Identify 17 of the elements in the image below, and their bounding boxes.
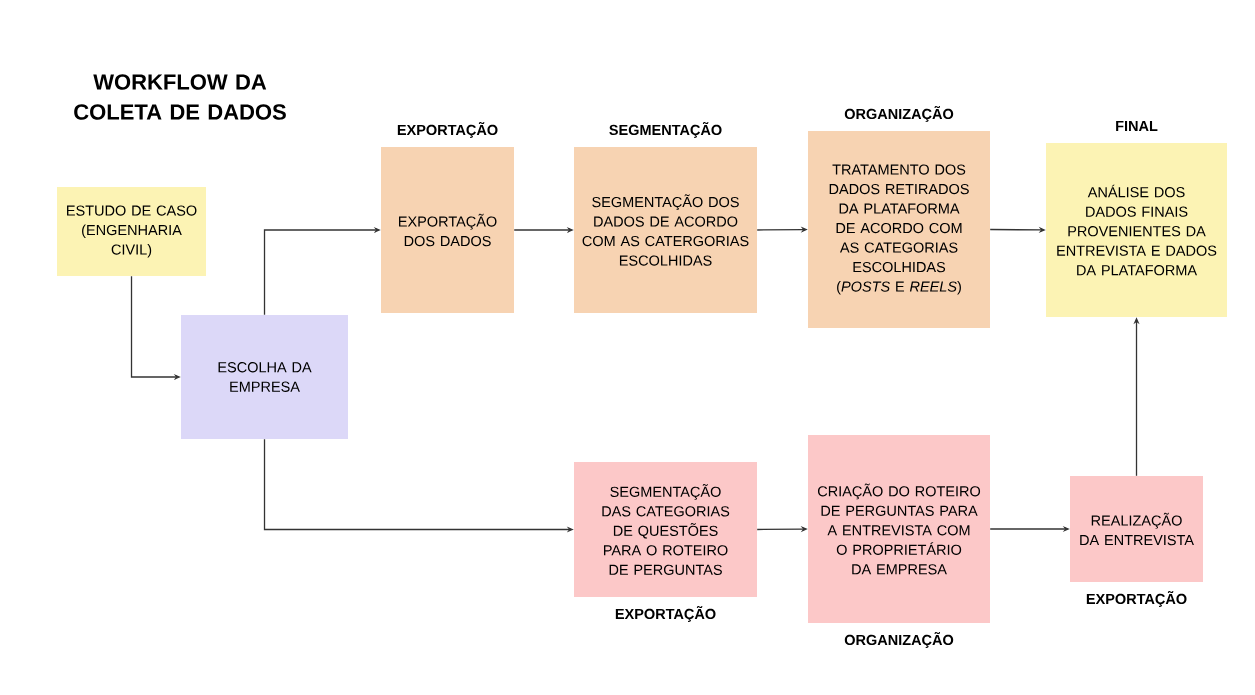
stage-heading: FINAL	[1116, 121, 1158, 131]
process-box: EXPORTAÇÃO DOS DADOS	[381, 147, 514, 313]
process-box: SEGMENTAÇÃO DAS CATEGORIAS DE QUESTÕES PARA O ROTEIRO DE PERGUNTAS	[574, 462, 757, 597]
process-box: ESCOLHA DA EMPRESA	[181, 315, 348, 439]
stage-heading: SEGMENTAÇÃO	[609, 122, 722, 138]
process-box: CRIAÇÃO DO ROTEIRO DE PERGUNTAS PARA A ENTREVISTA COM O PROPRIETÁRIO DA EMPRESA	[808, 435, 990, 623]
process-box: TRATAMENTO DOS DADOS RETIRADOS DA PLATAFORMA DE ACORDO COM AS CATEGORIAS ESCOLHIDAS (POSTS E REELS)	[808, 131, 990, 328]
stage-heading: EXPORTAÇÃO	[1086, 591, 1187, 607]
process-box: ESTUDO DE CASO (ENGENHARIA CIVIL)	[57, 187, 206, 276]
process-box: SEGMENTAÇÃO DOS DADOS DE ACORDO COM AS CATERGORIAS ESCOLHIDAS	[574, 147, 757, 313]
stage-heading: ORGANIZAÇÃO	[844, 106, 954, 122]
title: WORKFLOW DA COLETA DE DADOS	[74, 74, 286, 120]
stage-heading: EXPORTAÇÃO	[615, 606, 716, 622]
stage-heading: ORGANIZAÇÃO	[844, 632, 954, 648]
process-box: ANÁLISE DOS DADOS FINAIS PROVENIENTES DA ENTREVISTA E DADOS DA PLATAFORMA	[1046, 143, 1227, 317]
process-box: REALIZAÇÃO DA ENTREVISTA	[1070, 476, 1203, 582]
stage-heading: EXPORTAÇÃO	[397, 122, 498, 138]
